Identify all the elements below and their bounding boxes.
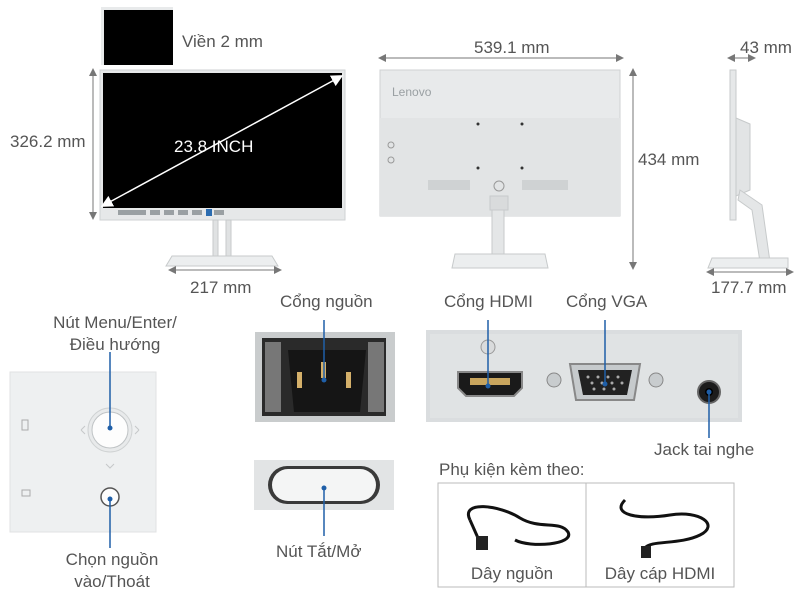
rear-ports-photo: [426, 330, 742, 422]
hdmi-port-label: Cổng HDMI: [444, 292, 533, 311]
power-port-photo: [255, 332, 395, 422]
power-button-label: Nút Tắt/Mở: [276, 542, 362, 561]
diagonal-label: 23.8 INCH: [174, 137, 254, 156]
stand-width-label: 217 mm: [190, 278, 252, 297]
accessory-hdmi-cable: Dây cáp HDMI: [604, 564, 716, 583]
stand-depth-label: 177.7 mm: [711, 278, 787, 297]
accessories-title: Phụ kiện kèm theo:: [439, 460, 585, 479]
monitor-rear: [379, 69, 621, 269]
hdmi-cable-image: [619, 498, 710, 550]
bezel-label: Viền 2 mm: [182, 32, 263, 51]
power-plug-icon: [476, 536, 488, 550]
total-height-label: 434 mm: [638, 150, 700, 169]
width-label: 539.1 mm: [474, 38, 550, 57]
input-button-label: Chọn nguồn vào/Thoát: [65, 550, 159, 591]
control-panel: [9, 371, 157, 533]
vga-port-label: Cổng VGA: [566, 292, 648, 311]
monitor-side: [707, 69, 789, 269]
accessories-box: [437, 482, 735, 588]
menu-button-label: Nút Menu/Enter/ Điều hướng: [53, 313, 177, 354]
depth-label: 43 mm: [740, 38, 792, 57]
bezel-swatch: [101, 7, 173, 65]
headphone-jack-label: Jack tai nghe: [654, 440, 755, 459]
monitor-front: [99, 69, 346, 267]
hdmi-plug-icon: [641, 546, 651, 558]
screen-height-label: 326.2 mm: [10, 132, 86, 151]
power-cord-image: [466, 505, 571, 546]
brand-logo: Lenovo: [392, 85, 432, 99]
accessory-power-cord: Dây nguồn: [470, 564, 554, 583]
power-port-label: Cổng nguồn: [280, 292, 373, 311]
